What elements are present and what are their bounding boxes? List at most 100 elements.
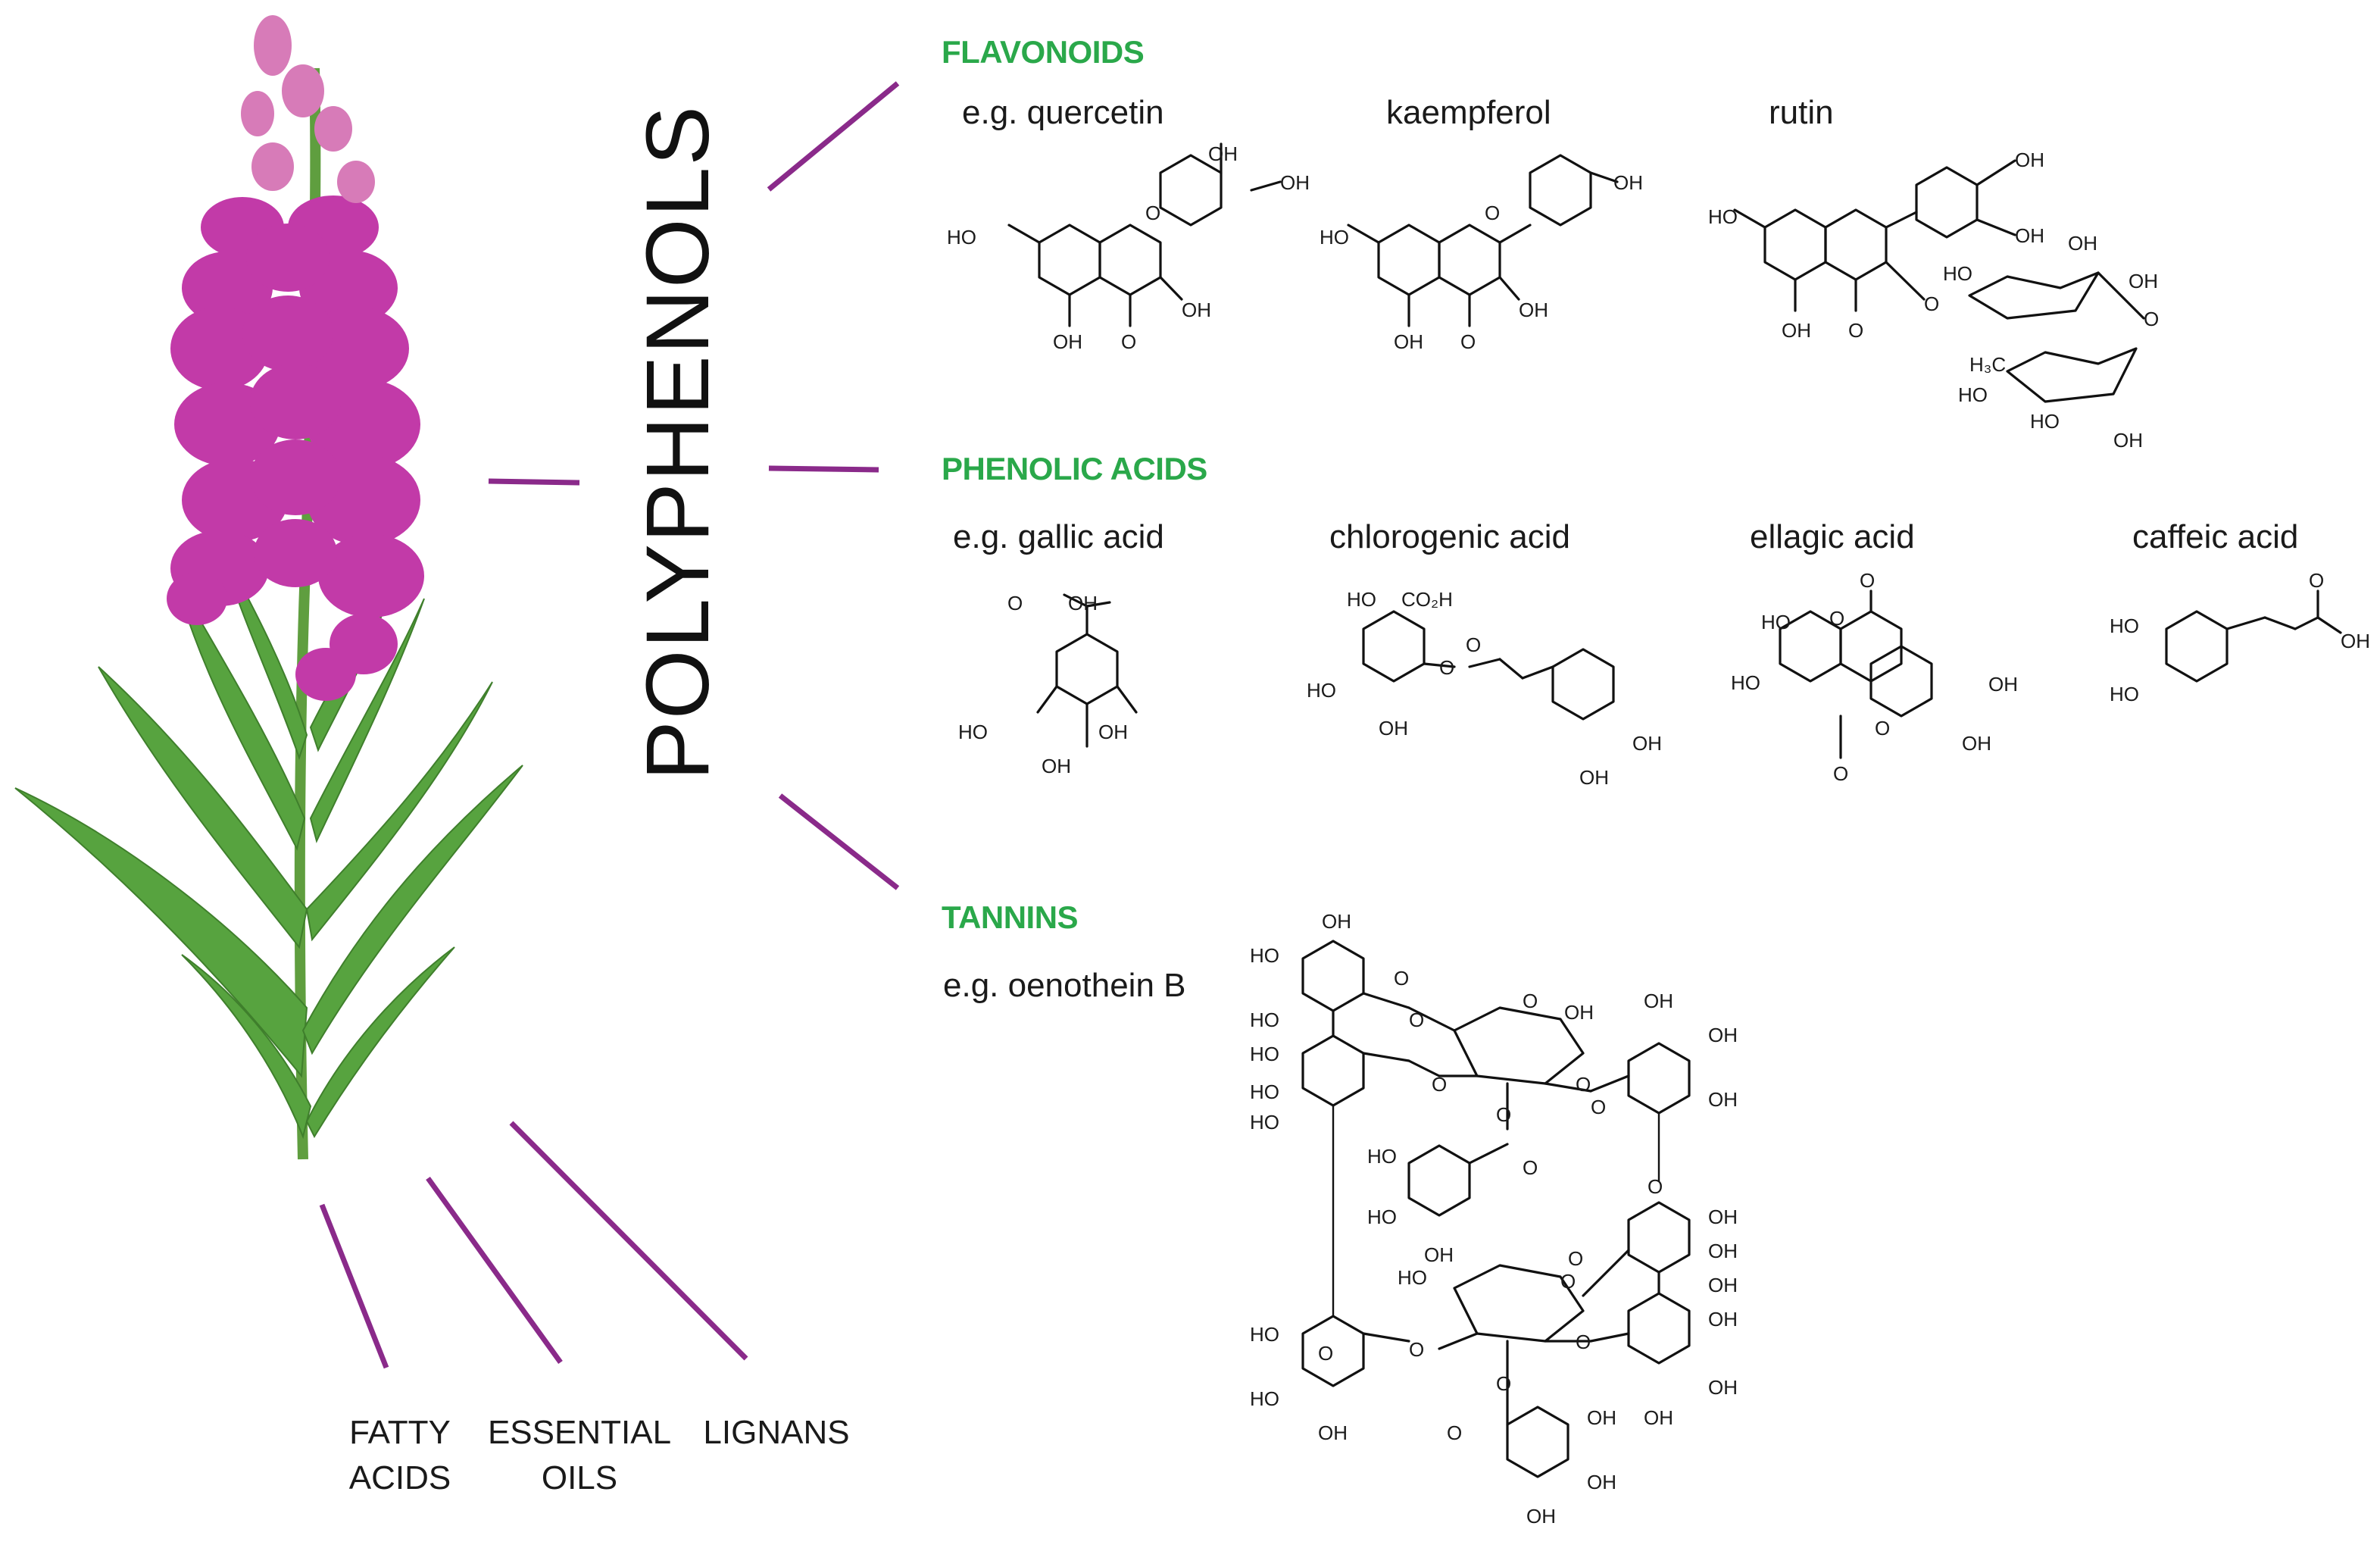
atom-label: HO: [1250, 944, 1279, 967]
atom-label: O: [1432, 1073, 1447, 1096]
structure-quercetin: HO OH O O OH OH OH: [947, 142, 1310, 353]
atom-label: O: [1496, 1372, 1511, 1395]
heading-phenolic-acids: PHENOLIC ACIDS: [942, 451, 1207, 486]
connector-phenolic-acids: [768, 465, 879, 473]
atom-label: HO: [1250, 1009, 1279, 1031]
atom-label: HO: [1958, 383, 1988, 406]
atom-label: O: [1318, 1342, 1333, 1365]
atom-label: HO: [1708, 205, 1738, 228]
atom-label: OH: [1579, 766, 1609, 789]
other-classes: FATTY ACIDS ESSENTIAL OILS LIGNANS: [349, 1414, 850, 1496]
atom-label: O: [1523, 990, 1538, 1012]
atom-label: HO: [1250, 1111, 1279, 1134]
atom-label: OH: [1318, 1421, 1348, 1444]
compound-name-kaempferol: kaempferol: [1386, 94, 1551, 131]
atom-label: OH: [1962, 732, 1991, 755]
compound-name-chlorogenic-acid: chlorogenic acid: [1329, 518, 1570, 555]
connector-tannins: [778, 793, 900, 890]
atom-label: HO: [958, 721, 988, 743]
structure-chlorogenic-acid: HO CO₂H HO OH O O OH OH: [1307, 588, 1662, 789]
atom-label: OH: [1182, 299, 1211, 321]
atom-label: O: [1394, 967, 1409, 990]
atom-label: O: [1447, 1421, 1462, 1444]
atom-label: OH: [1613, 171, 1643, 194]
atom-label: OH: [1564, 1001, 1594, 1024]
heading-tannins: TANNINS: [942, 899, 1078, 935]
atom-label: O: [1460, 330, 1476, 353]
atom-label: O: [1560, 1270, 1576, 1293]
atom-label: OH: [1519, 299, 1548, 321]
atom-label: O: [1007, 592, 1023, 615]
atom-label: OH: [1068, 592, 1098, 615]
atom-label: OH: [1379, 717, 1408, 740]
structure-rutin: HO OH O O OH OH OH OH HO O H₃C HO HO OH: [1708, 149, 2159, 452]
atom-label: O: [1145, 202, 1160, 224]
atom-label: O: [1829, 607, 1844, 630]
atom-label: OH: [1782, 319, 1811, 342]
atom-label: O: [1523, 1156, 1538, 1179]
other-class-fatty-acids-line1: FATTY: [349, 1414, 451, 1451]
structure-ellagic-acid: O O O O HO HO OH OH: [1731, 569, 2018, 785]
compound-name-quercetin: e.g. quercetin: [962, 94, 1164, 131]
atom-label: O: [2309, 569, 2324, 592]
atom-label: OH: [2113, 429, 2143, 452]
atom-label: HO: [1250, 1080, 1279, 1103]
fireweed-plant-illustration: [14, 15, 523, 1160]
atom-label: O: [1466, 633, 1481, 656]
atom-label: O: [1591, 1096, 1606, 1118]
plant-buds: [241, 15, 375, 203]
atom-label: O: [1576, 1073, 1591, 1096]
atom-label: O: [1485, 202, 1500, 224]
atom-label: OH: [1708, 1376, 1738, 1399]
structure-kaempferol: HO OH O O OH OH: [1320, 154, 1643, 353]
plant-flowers: [167, 195, 424, 701]
other-class-essential-oils-line1: ESSENTIAL: [488, 1414, 671, 1451]
atom-label: HO: [1320, 226, 1349, 249]
atom-label: OH: [1042, 755, 1071, 777]
connector-fatty-acids: [319, 1203, 389, 1369]
atom-label: HO: [1250, 1043, 1279, 1065]
atom-label: HO: [1943, 262, 1972, 285]
atom-label: OH: [1053, 330, 1082, 353]
atom-label: HO: [1398, 1266, 1427, 1289]
polyphenols-title: POLYPHENOLS: [628, 105, 728, 780]
connector-lignans: [509, 1121, 748, 1361]
connector-flavonoids: [767, 81, 900, 192]
atom-label: OH: [1708, 1274, 1738, 1296]
atom-label: HO: [1307, 679, 1336, 702]
connector-plant-polyphenols: [488, 478, 580, 486]
atom-label: O: [1439, 656, 1454, 679]
plant-leaves: [14, 545, 523, 1140]
atom-label: OH: [1526, 1505, 1556, 1528]
atom-label: O: [1860, 569, 1875, 592]
atom-label: HO: [1347, 588, 1376, 611]
atom-label: HO: [2030, 410, 2060, 433]
atom-label: O: [1924, 292, 1939, 315]
heading-flavonoids: FLAVONOIDS: [942, 34, 1144, 70]
atom-label: OH: [2068, 232, 2097, 255]
atom-label: HO: [2110, 615, 2139, 637]
compound-name-rutin: rutin: [1769, 94, 1834, 131]
atom-label: OH: [1587, 1406, 1616, 1429]
atom-label: HO: [1250, 1323, 1279, 1346]
atom-label: O: [1409, 1009, 1424, 1031]
atom-label: OH: [1708, 1088, 1738, 1111]
other-class-fatty-acids-line2: ACIDS: [349, 1459, 451, 1496]
atom-label: HO: [1250, 1387, 1279, 1410]
atom-label: OH: [1644, 990, 1673, 1012]
atom-label: O: [1568, 1247, 1583, 1270]
connector-essential-oils: [426, 1176, 563, 1365]
atom-label: HO: [1731, 671, 1760, 694]
atom-label: HO: [1761, 611, 1791, 633]
atom-label: O: [2144, 308, 2159, 330]
atom-label: O: [1121, 330, 1136, 353]
compound-name-gallic-acid: e.g. gallic acid: [953, 518, 1164, 555]
atom-label: OH: [1394, 330, 1423, 353]
atom-label: OH: [1632, 732, 1662, 755]
atom-label: HO: [1367, 1206, 1397, 1228]
other-class-lignans: LIGNANS: [703, 1414, 849, 1451]
atom-label: H₃C: [1969, 353, 2006, 376]
compound-name-oenothein-b: e.g. oenothein B: [943, 967, 1185, 1004]
atom-label: OH: [2129, 270, 2158, 292]
atom-label: OH: [1644, 1406, 1673, 1429]
